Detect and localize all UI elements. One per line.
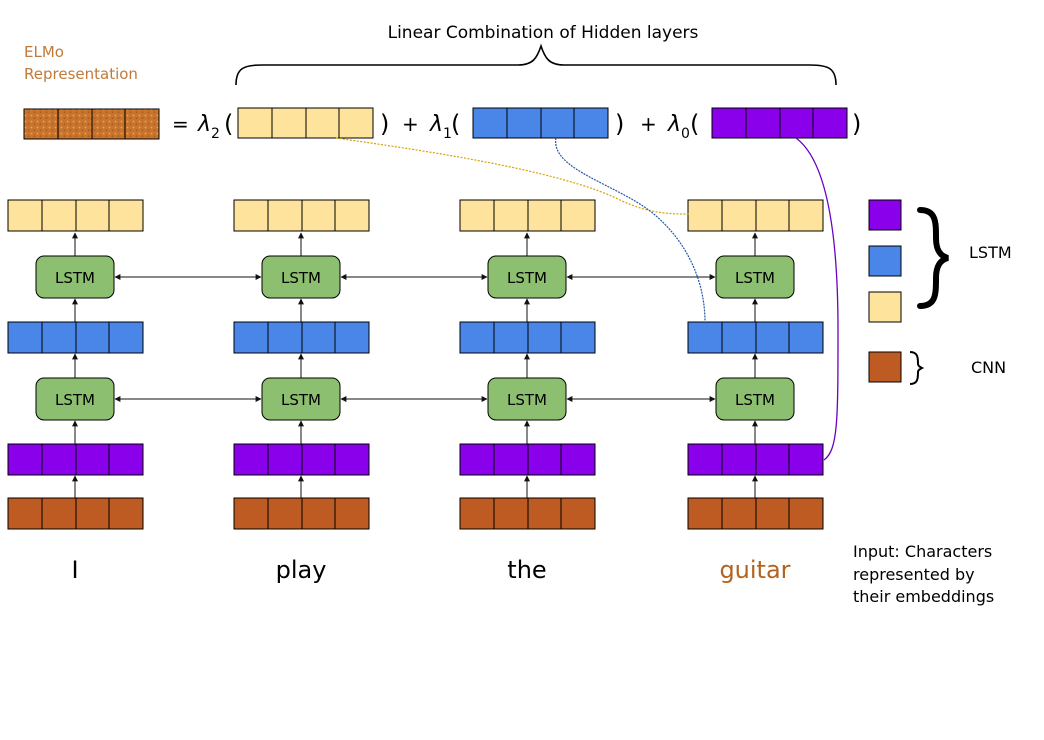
- legend-purple-swatch: [868, 199, 902, 231]
- lstm-label: LSTM: [55, 269, 95, 287]
- word-label: guitar: [719, 556, 790, 584]
- input-note-line3: their embeddings: [853, 587, 994, 606]
- lstm-layer-1: LSTM: [35, 377, 115, 421]
- lambda-1: λ: [429, 112, 443, 137]
- title-brace: [235, 43, 837, 86]
- equation: = λ 2 ( ) + λ 1 ( ) + λ 0 (: [172, 107, 861, 142]
- blue-layer-vector: [472, 107, 609, 139]
- purple-layer: [7, 443, 144, 476]
- blue-hidden-layer: [7, 321, 144, 354]
- input-note: Input: Characters represented by their e…: [853, 542, 994, 606]
- legend-yellow-swatch: [868, 291, 902, 323]
- purple-layer: [459, 443, 596, 476]
- blue-hidden-layer: [459, 321, 596, 354]
- open-paren-2: (: [224, 110, 233, 138]
- orange-cnn-layer: [7, 497, 144, 530]
- purple-layer: [687, 443, 824, 476]
- word-label: play: [276, 556, 327, 584]
- lstm-layer-1: LSTM: [715, 377, 795, 421]
- orange-cnn-layer: [459, 497, 596, 530]
- lstm-layer-2: LSTM: [715, 255, 795, 299]
- blue-hidden-layer: [233, 321, 370, 354]
- orange-cnn-layer: [233, 497, 370, 530]
- close-paren-0: ): [852, 110, 861, 138]
- lstm-label: LSTM: [281, 269, 321, 287]
- yellow-layer-vector: [237, 107, 374, 139]
- lambda-2-subscript: 2: [211, 126, 220, 142]
- legend-lstm-brace: [917, 207, 949, 309]
- top-yellow-layer: [459, 199, 596, 232]
- lstm-layer-1: LSTM: [487, 377, 567, 421]
- purple-connector-curve: [795, 137, 839, 461]
- blue-connector-curve: [555, 137, 706, 323]
- lstm-label: LSTM: [735, 391, 775, 409]
- purple-layer-vector: [711, 107, 848, 139]
- word-columns: LSTMLSTMILSTMLSTMplayLSTMLSTMtheLSTMLSTM…: [7, 199, 824, 584]
- purple-layer: [233, 443, 370, 476]
- lstm-label: LSTM: [507, 269, 547, 287]
- elmo-label-line1: ELMo: [24, 43, 64, 61]
- elmo-label-line2: Representation: [24, 65, 138, 83]
- elmo-vector: [23, 108, 160, 140]
- lambda-0-subscript: 0: [681, 126, 690, 142]
- input-note-line2: represented by: [853, 565, 975, 584]
- plus-sign-1: +: [402, 112, 419, 136]
- close-paren-2: ): [380, 110, 389, 138]
- word-label: I: [71, 556, 78, 584]
- bidirectional-arrows: [114, 274, 716, 402]
- word-column: LSTM LSTM the: [459, 199, 596, 584]
- legend: LSTM CNN: [868, 199, 1012, 385]
- word-column: LSTM LSTM guitar: [687, 199, 824, 584]
- input-note-line1: Input: Characters: [853, 542, 992, 561]
- lstm-layer-2: LSTM: [35, 255, 115, 299]
- top-yellow-layer: [687, 199, 824, 232]
- yellow-connector-curve: [335, 137, 691, 215]
- lstm-label: LSTM: [281, 391, 321, 409]
- lambda-1-subscript: 1: [443, 126, 452, 142]
- word-column: LSTM LSTM I: [7, 199, 144, 584]
- lstm-layer-2: LSTM: [261, 255, 341, 299]
- blue-hidden-layer: [687, 321, 824, 354]
- equals-sign: =: [172, 112, 189, 136]
- word-label: the: [507, 556, 546, 584]
- orange-cnn-layer: [687, 497, 824, 530]
- close-paren-1: ): [615, 110, 624, 138]
- open-paren-0: (: [690, 110, 699, 138]
- lstm-label: LSTM: [507, 391, 547, 409]
- lambda-0: λ: [667, 112, 681, 137]
- top-yellow-layer: [233, 199, 370, 232]
- diagram-title: Linear Combination of Hidden layers: [388, 23, 699, 43]
- legend-lstm-label: LSTM: [969, 243, 1012, 262]
- legend-cnn-label: CNN: [971, 358, 1006, 377]
- open-paren-1: (: [451, 110, 460, 138]
- lambda-2: λ: [197, 112, 211, 137]
- word-column: LSTM LSTM play: [233, 199, 370, 584]
- legend-orange-swatch: [868, 351, 902, 383]
- lstm-label: LSTM: [735, 269, 775, 287]
- legend-blue-swatch: [868, 245, 902, 277]
- top-yellow-layer: [7, 199, 144, 232]
- legend-cnn-brace: [909, 351, 925, 385]
- plus-sign-2: +: [640, 112, 657, 136]
- lstm-layer-2: LSTM: [487, 255, 567, 299]
- lstm-label: LSTM: [55, 391, 95, 409]
- lstm-layer-1: LSTM: [261, 377, 341, 421]
